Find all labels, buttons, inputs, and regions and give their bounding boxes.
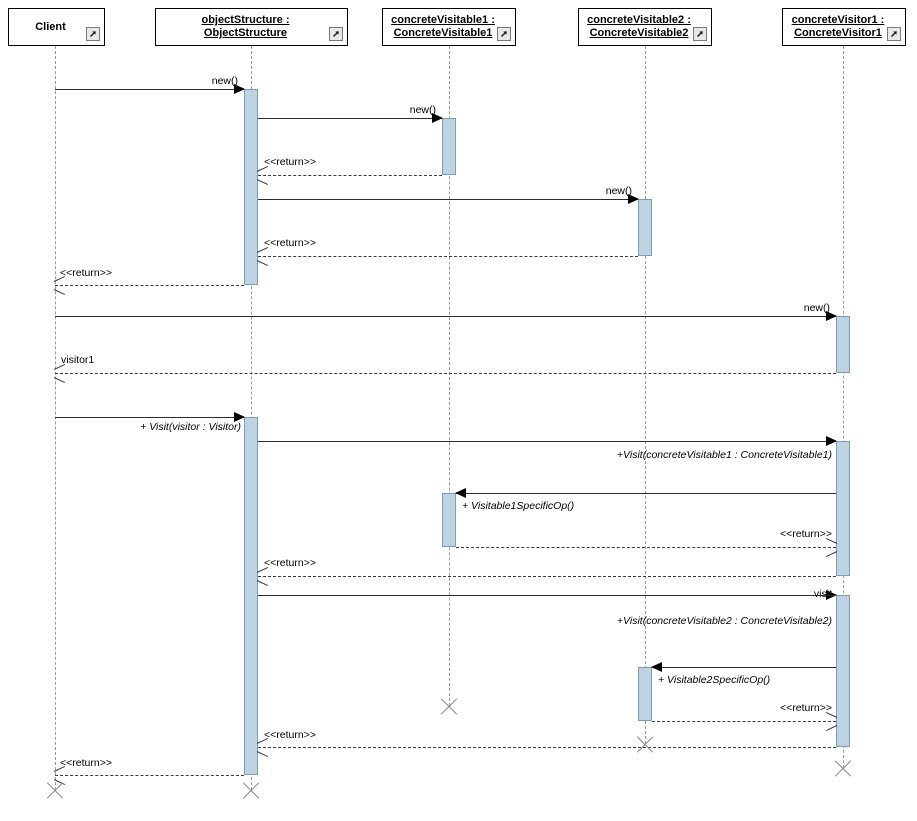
message-label: + Visitable1SpecificOp() <box>462 500 575 512</box>
arrowhead-right-icon <box>826 715 837 727</box>
arrowhead-left-icon <box>54 367 65 379</box>
message-line <box>55 89 244 90</box>
message-label: new() <box>211 75 238 87</box>
message-line <box>55 417 244 418</box>
message-line <box>55 316 836 317</box>
message-line <box>652 667 836 668</box>
message-line <box>258 175 442 176</box>
lifeline-concreteVisitable1 <box>449 46 450 706</box>
message-line <box>456 493 836 494</box>
message-label: +Visit(concreteVisitable1 : ConcreteVisi… <box>616 449 832 461</box>
activation-bar-concreteVisitor1[interactable] <box>836 441 850 576</box>
message-label: +Visit(concreteVisitable2 : ConcreteVisi… <box>616 615 832 627</box>
message-label: <<return>> <box>780 528 832 540</box>
arrowhead-left-icon <box>257 570 268 582</box>
message-line <box>652 721 836 722</box>
message-label: <<return>> <box>264 557 316 569</box>
activation-bar-objectStructure[interactable] <box>244 89 258 285</box>
message-line <box>258 595 836 596</box>
message-line <box>258 118 442 119</box>
message-label: <<return>> <box>60 267 112 279</box>
message-line <box>55 285 244 286</box>
message-label: new() <box>605 185 632 197</box>
message-label: + Visitable2SpecificOp() <box>658 674 771 686</box>
message-label: <<return>> <box>264 729 316 741</box>
destruction-mark-objectStructure <box>240 780 262 802</box>
lifeline-concreteVisitable2 <box>645 46 646 744</box>
lifeline-header-label: concreteVisitor1 : ConcreteVisitor1 <box>791 14 885 39</box>
external-link-icon[interactable] <box>497 27 511 41</box>
external-link-icon[interactable] <box>86 27 100 41</box>
message-label: <<return>> <box>264 156 316 168</box>
message-label: <<return>> <box>264 237 316 249</box>
lifeline-concreteVisitor1 <box>843 46 844 768</box>
lifeline-header-concreteVisitable1[interactable]: concreteVisitable1 : ConcreteVisitable1 <box>382 8 516 46</box>
lifeline-client <box>55 46 56 790</box>
arrowhead-right-icon <box>826 311 837 321</box>
lifeline-header-label: concreteVisitable1 : ConcreteVisitable1 <box>391 14 495 39</box>
activation-bar-concreteVisitor1[interactable] <box>836 595 850 747</box>
message-label: <<return>> <box>60 757 112 769</box>
message-line <box>258 441 836 442</box>
lifeline-header-label: concreteVisitable2 : ConcreteVisitable2 <box>587 14 691 39</box>
arrowhead-right-icon <box>628 194 639 204</box>
message-line <box>258 576 836 577</box>
external-link-icon[interactable] <box>693 27 707 41</box>
external-link-icon[interactable] <box>329 27 343 41</box>
message-line <box>258 256 638 257</box>
activation-bar-objectStructure[interactable] <box>244 417 258 775</box>
message-label: <<return>> <box>780 702 832 714</box>
arrowhead-right-icon <box>432 113 443 123</box>
arrowhead-right-icon <box>826 541 837 553</box>
lifeline-header-objectStructure[interactable]: objectStructure : ObjectStructure <box>155 8 348 46</box>
destruction-mark-concreteVisitor1 <box>832 758 854 780</box>
arrowhead-left-icon <box>651 662 662 672</box>
arrowhead-left-icon <box>54 279 65 291</box>
destruction-mark-client <box>44 780 66 802</box>
destruction-mark-concreteVisitable1 <box>438 696 460 718</box>
lifeline-header-concreteVisitor1[interactable]: concreteVisitor1 : ConcreteVisitor1 <box>782 8 906 46</box>
external-link-icon[interactable] <box>887 27 901 41</box>
message-label: new() <box>409 104 436 116</box>
activation-bar-concreteVisitable1[interactable] <box>442 118 456 175</box>
arrowhead-left-icon <box>257 250 268 262</box>
lifeline-header-label: Client <box>35 20 66 33</box>
message-label: visitor1 <box>61 354 95 366</box>
activation-bar-concreteVisitor1[interactable] <box>836 316 850 373</box>
activation-bar-concreteVisitable2[interactable] <box>638 667 652 721</box>
lifeline-header-concreteVisitable2[interactable]: concreteVisitable2 : ConcreteVisitable2 <box>578 8 712 46</box>
message-line <box>456 547 836 548</box>
message-line <box>258 199 638 200</box>
lifeline-header-client[interactable]: Client <box>8 8 105 46</box>
arrowhead-left-icon <box>257 741 268 753</box>
message-label: new() <box>803 302 830 314</box>
destruction-mark-concreteVisitable2 <box>634 734 656 756</box>
message-label: visit <box>813 588 832 600</box>
arrowhead-right-icon <box>234 84 245 94</box>
arrowhead-left-icon <box>455 488 466 498</box>
lifeline-header-label: objectStructure : ObjectStructure <box>201 14 290 39</box>
activation-bar-concreteVisitable2[interactable] <box>638 199 652 256</box>
message-line <box>258 747 836 748</box>
message-line <box>55 373 836 374</box>
arrowhead-left-icon <box>257 169 268 181</box>
arrowhead-right-icon <box>234 412 245 422</box>
message-label: + Visit(visitor : Visitor) <box>140 421 241 433</box>
message-line <box>55 775 244 776</box>
activation-bar-concreteVisitable1[interactable] <box>442 493 456 547</box>
arrowhead-right-icon <box>826 436 837 446</box>
